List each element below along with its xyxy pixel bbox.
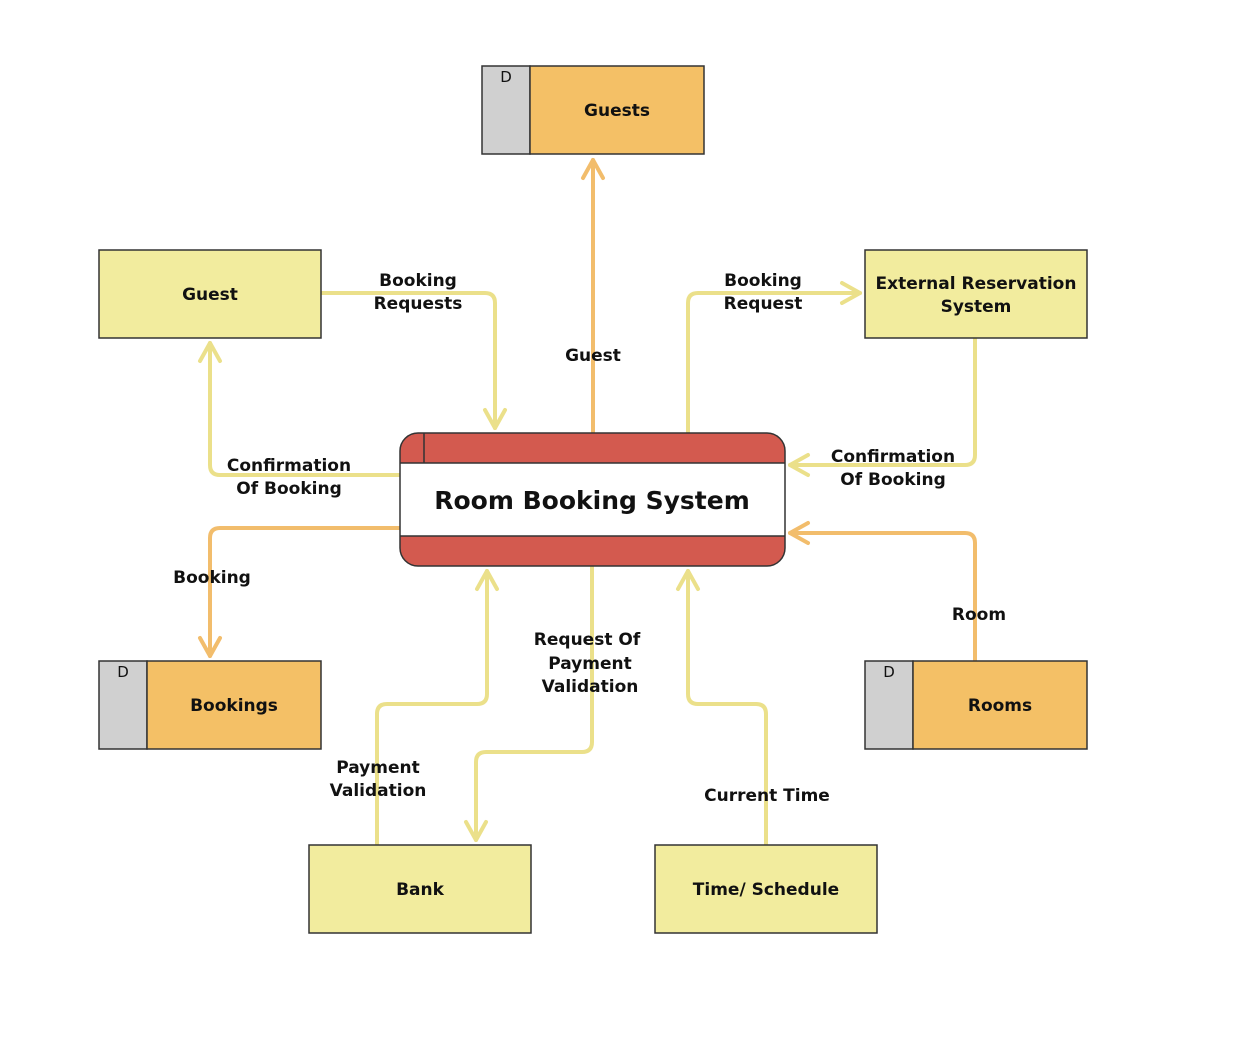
flow-request-of-payment-validation — [464, 564, 594, 842]
label-confirmation-left: Confirmation Of Booking — [227, 456, 351, 499]
flow-label-line-2: Validation — [330, 781, 427, 801]
flow-label-line-1: Confirmation — [227, 456, 351, 476]
flow-label-line-1: Confirmation — [831, 447, 955, 467]
flow-payment-validation — [375, 569, 499, 846]
label-guest-flow: Guest — [565, 346, 621, 366]
entity-bank: Bank — [308, 844, 532, 934]
data-store-bookings: D Bookings — [98, 660, 322, 750]
flow-label-line-1: Request Of — [534, 630, 641, 650]
entity-label: Guest — [182, 285, 238, 305]
flow-label: Current Time — [704, 786, 830, 806]
store-tag: D — [883, 663, 895, 681]
flow-label-line-2: Of Booking — [840, 470, 946, 490]
flow-label: Guest — [565, 346, 621, 366]
flow-guest-to-guests-store — [581, 158, 605, 435]
entity-guest: Guest — [98, 249, 322, 339]
flow-label-line-2: Payment — [548, 654, 632, 674]
label-current-time: Current Time — [704, 786, 830, 806]
process-title: Room Booking System — [434, 486, 750, 515]
flow-booking — [198, 526, 402, 658]
flow-label-line-1: Booking — [379, 271, 457, 291]
flow-label-line-2: Of Booking — [236, 479, 342, 499]
flow-booking-requests — [320, 291, 507, 430]
store-label: Rooms — [968, 696, 1032, 716]
label-request-of-payment-validation: Request Of Payment Validation — [534, 630, 641, 697]
flow-room — [788, 521, 977, 663]
flow-confirmation-left — [198, 341, 402, 477]
entity-label-line-1: External Reservation — [876, 274, 1077, 294]
process-room-booking-system: Room Booking System — [399, 432, 786, 567]
label-room: Room — [952, 605, 1006, 625]
entity-label: Time/ Schedule — [693, 880, 839, 900]
label-payment-validation: Payment Validation — [330, 758, 427, 801]
flow-label-line-1: Booking — [724, 271, 802, 291]
flow-booking-request — [686, 281, 862, 435]
flow-label-line-3: Validation — [542, 677, 639, 697]
label-booking: Booking — [173, 568, 251, 588]
flow-label: Room — [952, 605, 1006, 625]
entity-external-reservation-system: External Reservation System — [864, 249, 1088, 339]
entity-time-schedule: Time/ Schedule — [654, 844, 878, 934]
store-label: Guests — [584, 101, 650, 121]
flow-label: Booking — [173, 568, 251, 588]
entity-label: Bank — [396, 880, 445, 900]
data-store-rooms: D Rooms — [864, 660, 1088, 750]
flow-label-line-1: Payment — [336, 758, 420, 778]
label-booking-request: Booking Request — [724, 271, 803, 314]
flow-confirmation-right — [788, 336, 977, 477]
label-booking-requests: Booking Requests — [374, 271, 463, 314]
store-label: Bookings — [190, 696, 278, 716]
store-tag: D — [500, 68, 512, 86]
flow-label-line-2: Request — [724, 294, 803, 314]
data-store-guests: D Guests — [481, 65, 705, 155]
label-confirmation-right: Confirmation Of Booking — [831, 447, 955, 490]
flow-label-line-2: Requests — [374, 294, 463, 314]
entity-label-line-2: System — [941, 297, 1012, 317]
flow-current-time — [676, 569, 768, 846]
store-tag: D — [117, 663, 129, 681]
